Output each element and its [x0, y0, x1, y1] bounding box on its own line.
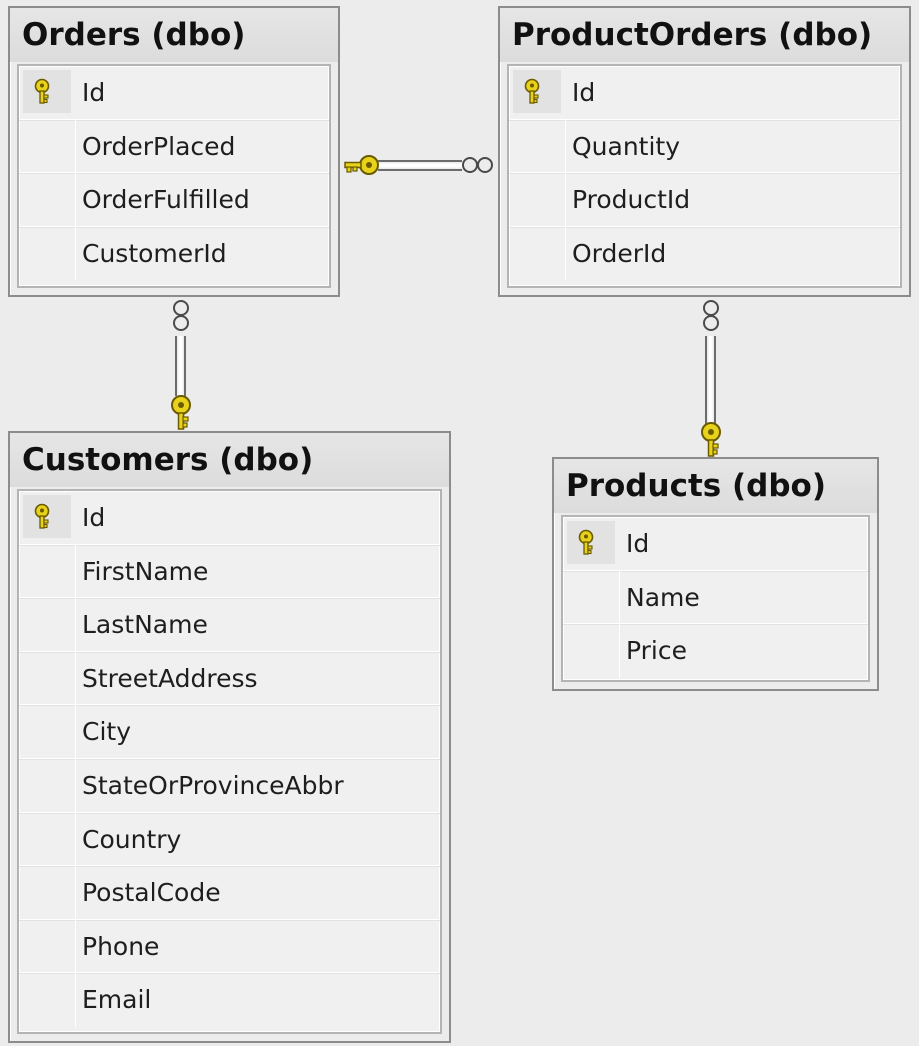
primary-key-icon: [573, 529, 601, 557]
field-row[interactable]: OrderPlaced: [19, 119, 329, 174]
primary-key-row[interactable]: Id: [19, 66, 329, 120]
many-end-infinity-icon: [462, 157, 493, 173]
many-end-infinity-icon: [173, 300, 189, 331]
field-row[interactable]: PostalCode: [19, 866, 440, 920]
field-row[interactable]: OrderId: [509, 226, 900, 281]
one-end-key-icon: [344, 155, 379, 175]
field-name: StreetAddress: [82, 663, 258, 693]
field-row[interactable]: Country: [19, 812, 440, 867]
field-name: PostalCode: [82, 878, 221, 908]
field-name: Id: [82, 78, 106, 107]
field-row[interactable]: OrderFulfilled: [19, 173, 329, 227]
row-selector[interactable]: [19, 758, 76, 812]
field-name: Name: [626, 582, 700, 612]
field-row[interactable]: Name: [563, 570, 868, 625]
row-selector[interactable]: [563, 624, 620, 678]
field-name: City: [82, 717, 131, 747]
orders-table-title: Orders (dbo): [10, 8, 338, 62]
field-row[interactable]: LastName: [19, 598, 440, 652]
field-row[interactable]: Quantity: [509, 119, 900, 174]
row-selector[interactable]: [19, 812, 76, 866]
field-name: Quantity: [572, 131, 681, 161]
primary-key-row[interactable]: Id: [563, 517, 868, 571]
field-row[interactable]: Email: [19, 973, 440, 1027]
many-end-infinity-icon: [703, 300, 719, 331]
field-row[interactable]: StreetAddress: [19, 651, 440, 706]
row-selector[interactable]: [19, 919, 76, 973]
orders-customers-connector[interactable]: [171, 300, 191, 430]
field-name: ProductId: [572, 185, 691, 215]
one-end-key-icon: [701, 422, 721, 457]
field-row[interactable]: Price: [563, 624, 868, 678]
primary-key-row[interactable]: Id: [19, 491, 440, 545]
row-selector[interactable]: [509, 173, 566, 226]
row-selector[interactable]: [19, 973, 76, 1027]
row-selector[interactable]: [19, 705, 76, 758]
field-name: FirstName: [82, 556, 209, 586]
field-row[interactable]: FirstName: [19, 544, 440, 599]
field-row[interactable]: ProductId: [509, 173, 900, 227]
one-end-key-icon: [171, 395, 191, 430]
row-selector[interactable]: [19, 173, 76, 226]
productorders-products-connector[interactable]: [701, 300, 721, 457]
row-selector[interactable]: [563, 570, 620, 624]
primary-key-icon: [29, 78, 57, 106]
field-name: Price: [626, 636, 687, 666]
field-name: Id: [572, 78, 596, 107]
products-table-title: Products (dbo): [554, 459, 877, 513]
field-row[interactable]: Phone: [19, 919, 440, 974]
row-selector[interactable]: [19, 651, 76, 705]
field-name: CustomerId: [82, 238, 227, 268]
customers-table-title: Customers (dbo): [10, 433, 449, 487]
field-name: OrderId: [572, 238, 667, 268]
row-selector[interactable]: [509, 226, 566, 281]
field-name: OrderPlaced: [82, 131, 236, 161]
row-selector[interactable]: [19, 866, 76, 919]
primary-key-icon: [29, 503, 57, 531]
row-selector[interactable]: [19, 119, 76, 173]
field-row[interactable]: StateOrProvinceAbbr: [19, 758, 440, 813]
field-row[interactable]: CustomerId: [19, 226, 329, 281]
product-orders-table-title: ProductOrders (dbo): [500, 8, 909, 62]
field-name: Id: [82, 503, 106, 532]
field-row[interactable]: City: [19, 705, 440, 759]
field-name: LastName: [82, 610, 208, 640]
row-selector[interactable]: [19, 544, 76, 598]
orders-productorders-connector[interactable]: [344, 155, 493, 175]
row-selector[interactable]: [19, 226, 76, 281]
primary-key-row[interactable]: Id: [509, 66, 900, 120]
row-selector[interactable]: [509, 119, 566, 173]
row-selector[interactable]: [19, 598, 76, 651]
field-name: OrderFulfilled: [82, 185, 250, 215]
primary-key-icon: [519, 78, 547, 106]
field-name: Email: [82, 985, 152, 1015]
field-name: Country: [82, 824, 182, 854]
field-name: Id: [626, 529, 650, 558]
field-name: Phone: [82, 931, 160, 961]
field-name: StateOrProvinceAbbr: [82, 770, 344, 800]
